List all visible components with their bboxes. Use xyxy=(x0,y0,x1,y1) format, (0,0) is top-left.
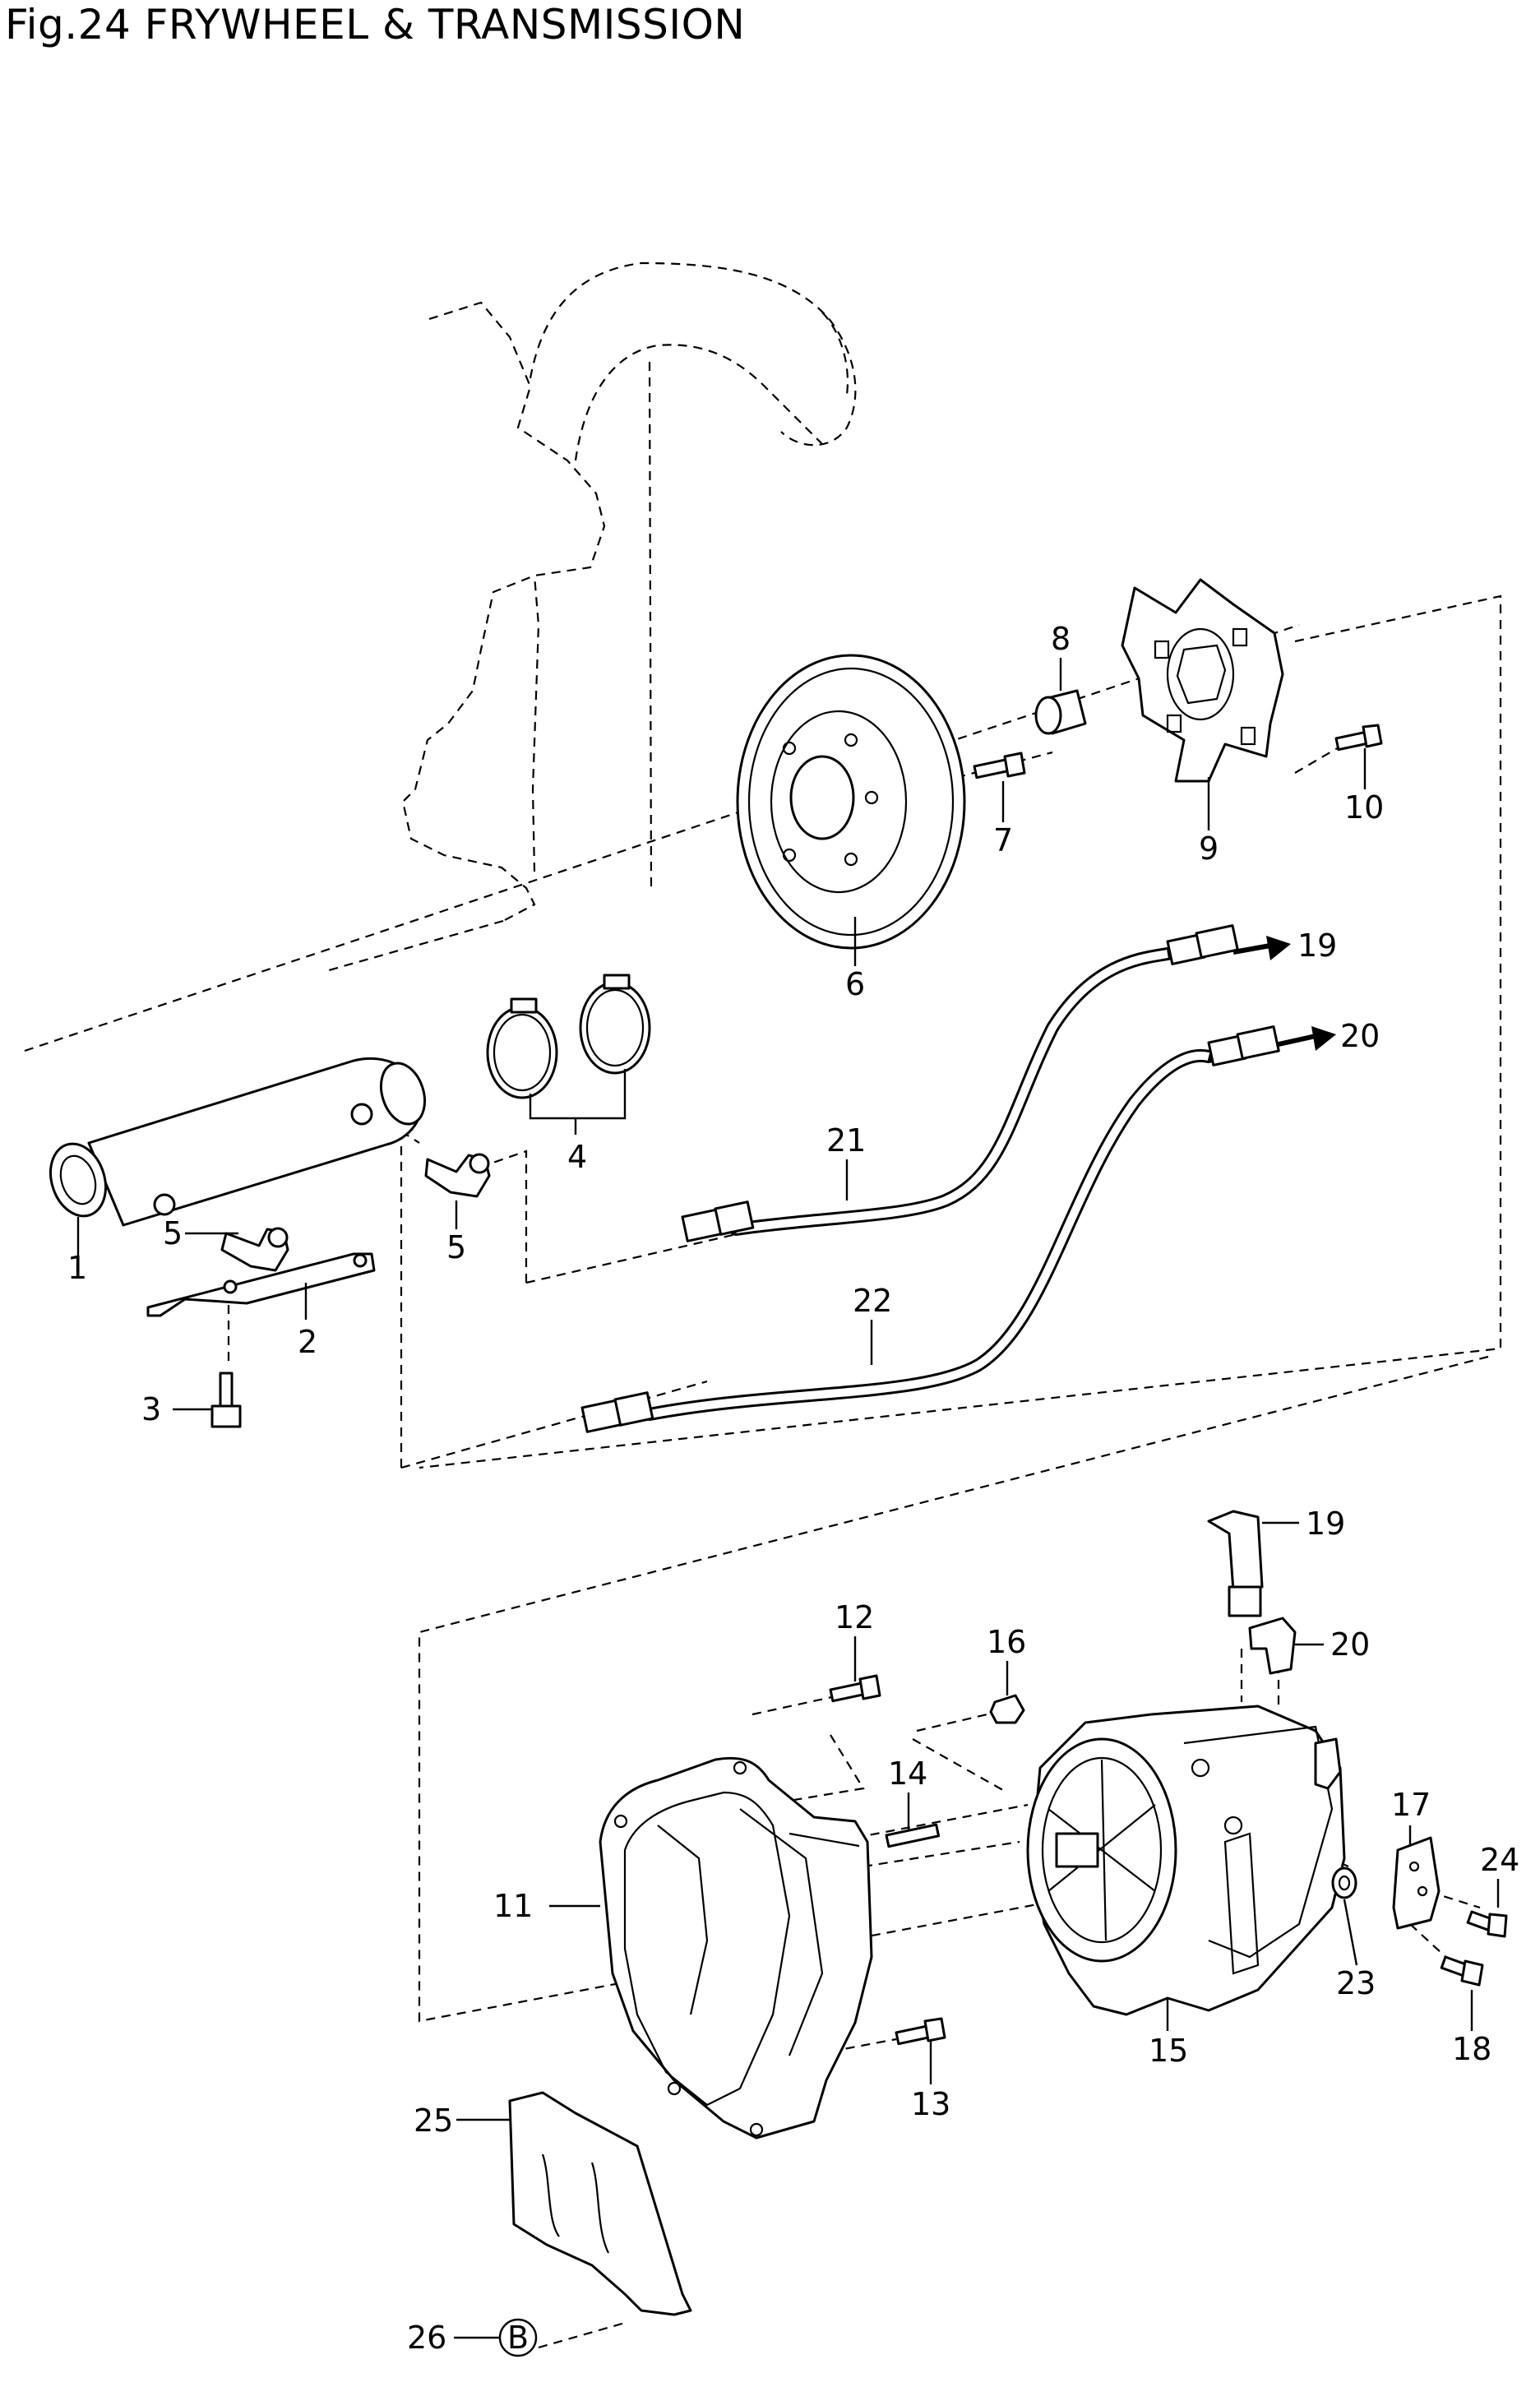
callout-2: 2 xyxy=(298,1324,317,1360)
callout-17: 17 xyxy=(1391,1787,1431,1823)
bolt-18 xyxy=(1440,1955,1484,1987)
elbow-fitting-left xyxy=(220,1227,289,1272)
callout-8: 8 xyxy=(1051,621,1071,657)
callout-20-fitting: 20 xyxy=(1330,1626,1370,1663)
callout-21: 21 xyxy=(826,1122,866,1159)
marker-b-letter: B xyxy=(507,2320,529,2356)
marker-b: B xyxy=(498,2318,538,2357)
callout-19-fitting: 19 xyxy=(1306,1506,1345,1542)
bolt-24 xyxy=(1466,1910,1508,1938)
hose-clamps xyxy=(486,974,651,1099)
callout-10: 10 xyxy=(1344,789,1384,826)
pilot-bushing xyxy=(1034,689,1087,735)
callout-5-right: 5 xyxy=(446,1229,466,1265)
callout-13: 13 xyxy=(911,2086,950,2122)
callout-5-left: 5 xyxy=(163,1215,183,1251)
callout-labels: 1 2 3 4 5 5 6 7 8 9 10 11 12 13 14 15 16… xyxy=(67,621,1519,2356)
callout-26: 26 xyxy=(407,2320,446,2356)
leader-lines xyxy=(76,658,1500,2339)
fitting-19 xyxy=(1207,1510,1264,1617)
stud-14 xyxy=(885,1823,941,1848)
fitting-20 xyxy=(1248,1617,1297,1675)
figure-title: Fig.24 FRYWHEEL & TRANSMISSION xyxy=(5,1,746,49)
coupling-plate xyxy=(1121,578,1284,783)
callout-19-arrow: 19 xyxy=(1297,928,1337,964)
callout-3: 3 xyxy=(141,1391,161,1427)
callout-18: 18 xyxy=(1452,2031,1491,2067)
callout-25: 25 xyxy=(414,2103,453,2139)
connection-arrows xyxy=(1232,936,1336,1051)
callout-14: 14 xyxy=(888,1756,927,1792)
flywheel xyxy=(736,654,966,950)
callout-11: 11 xyxy=(493,1888,533,1924)
coupling-bolt xyxy=(1334,724,1383,752)
engine-outline xyxy=(328,261,857,972)
oil-cooler xyxy=(49,1057,427,1227)
nut-16 xyxy=(989,1694,1025,1724)
spacer-23 xyxy=(1331,1867,1357,1899)
bracket-17 xyxy=(1392,1836,1441,1930)
callout-4: 4 xyxy=(567,1139,587,1175)
clutch-housing xyxy=(599,1756,873,2140)
callout-24: 24 xyxy=(1480,1842,1519,1878)
callout-6: 6 xyxy=(845,966,865,1002)
callout-22: 22 xyxy=(853,1283,892,1319)
callout-23: 23 xyxy=(1336,1965,1376,2001)
callout-15: 15 xyxy=(1149,2033,1188,2069)
callout-1: 1 xyxy=(67,1250,87,1286)
cover-plate-25 xyxy=(508,2091,692,2316)
bolt-13 xyxy=(895,2017,946,2046)
callout-9: 9 xyxy=(1199,830,1219,867)
callout-12: 12 xyxy=(835,1599,874,1635)
cooler-bracket xyxy=(146,1252,376,1317)
callout-7: 7 xyxy=(993,822,1013,858)
flywheel-bolt xyxy=(973,752,1026,779)
bolt-12 xyxy=(829,1674,881,1703)
oil-hose-22 xyxy=(580,1025,1280,1433)
oil-hose-21 xyxy=(681,924,1239,1242)
callout-20-arrow: 20 xyxy=(1340,1018,1380,1054)
bracket-bolt xyxy=(210,1372,242,1428)
elbow-fitting-right xyxy=(424,1153,491,1198)
transmission-case xyxy=(1026,1705,1346,2016)
callout-16: 16 xyxy=(987,1624,1026,1660)
